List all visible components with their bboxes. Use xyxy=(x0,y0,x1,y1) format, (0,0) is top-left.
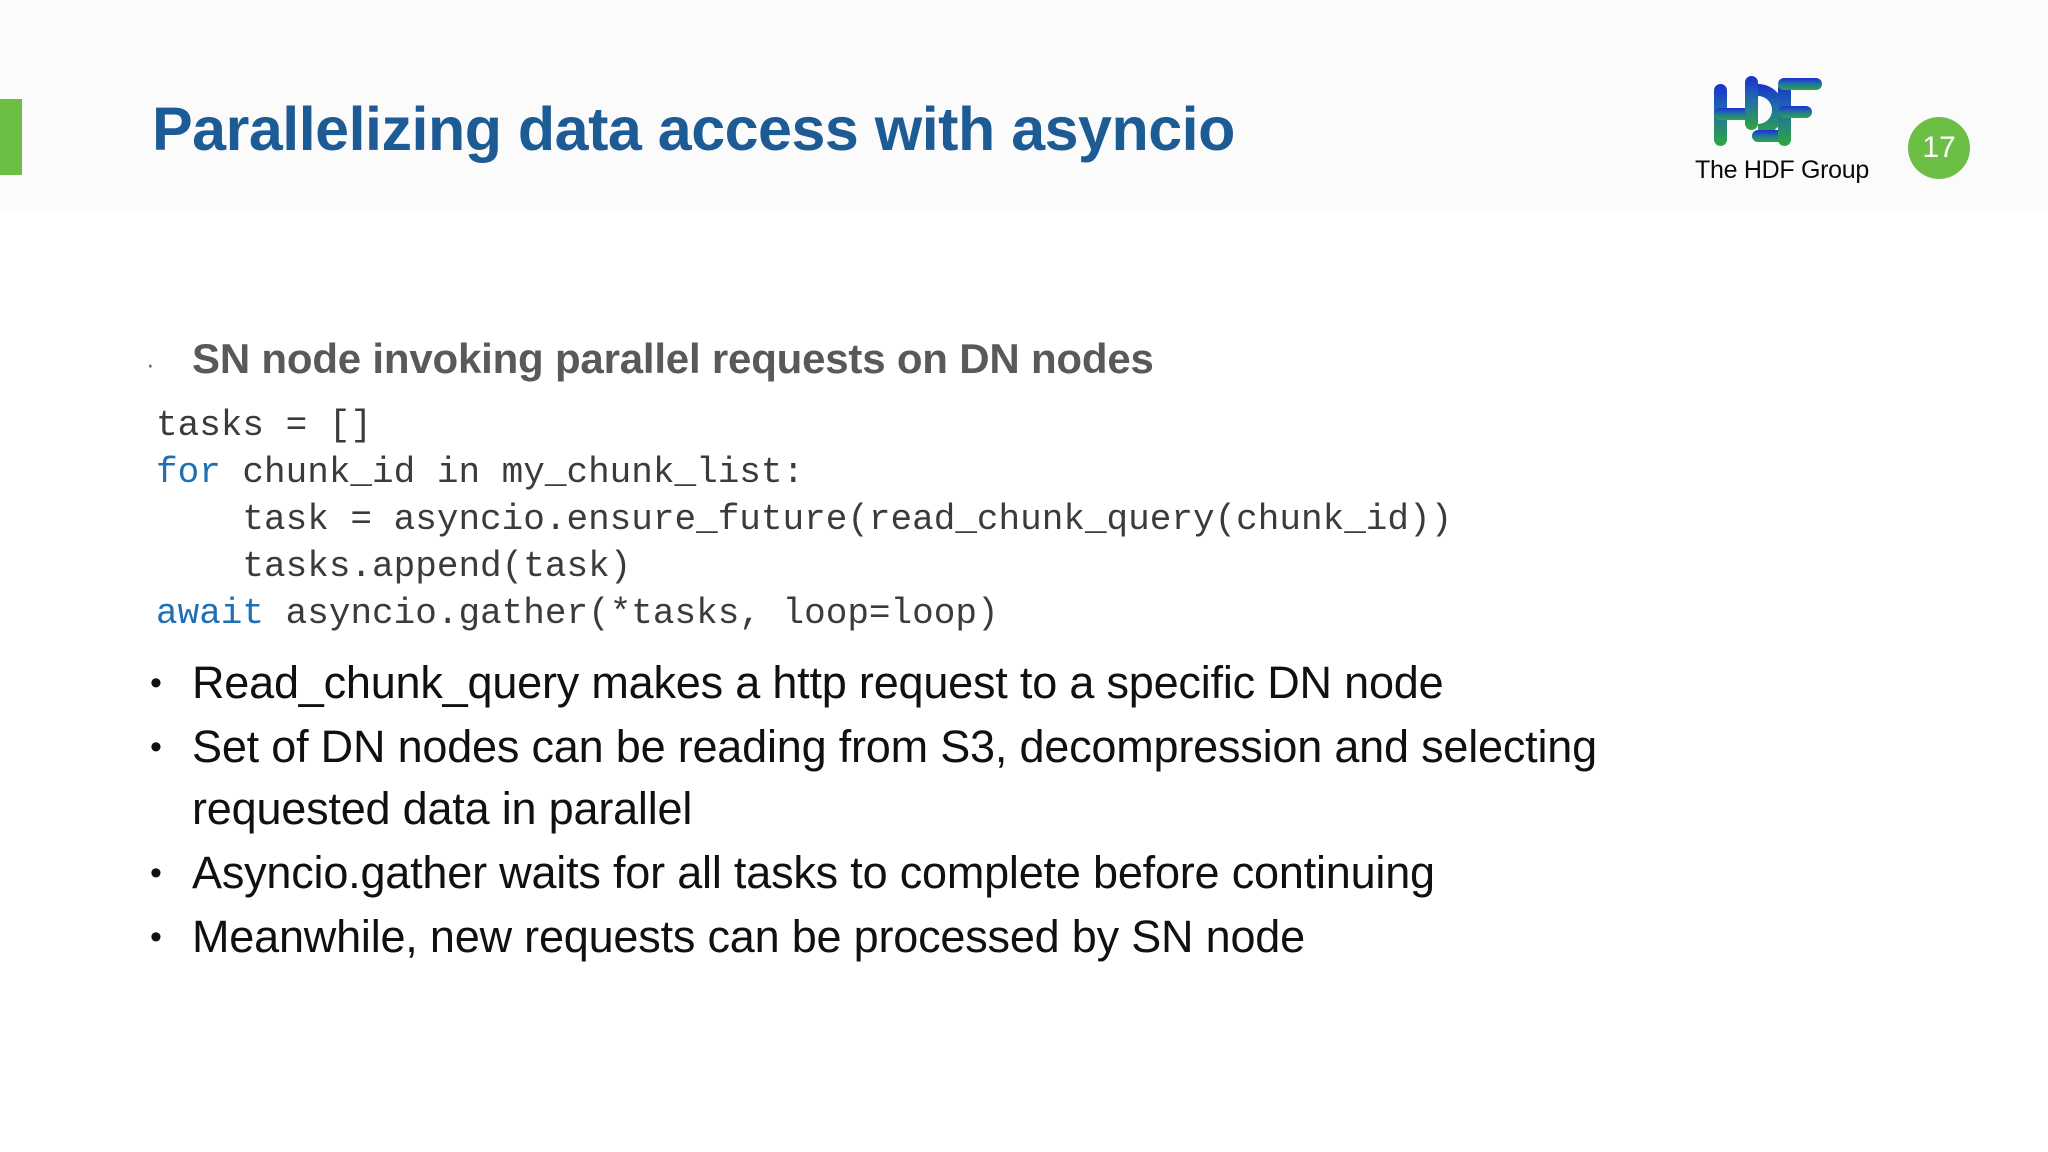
list-item: • Meanwhile, new requests can be process… xyxy=(150,906,1630,968)
bullet-dot-icon: • xyxy=(150,918,162,956)
code-keyword-for: for xyxy=(156,452,221,493)
list-item-label: Set of DN nodes can be reading from S3, … xyxy=(192,721,1597,834)
code-line-5-text: asyncio.gather(*tasks, loop=loop) xyxy=(264,593,999,634)
code-sample: tasks = []for chunk_id in my_chunk_list:… xyxy=(156,402,1452,637)
slide-content: · SN node invoking parallel requests on … xyxy=(0,212,2048,1152)
code-line-4-text: tasks.append(task) xyxy=(156,546,632,587)
lead-bullet: · SN node invoking parallel requests on … xyxy=(146,338,1154,380)
bullet-dot-icon: • xyxy=(150,728,162,766)
code-line-3-text: task = asyncio.ensure_future(read_chunk_… xyxy=(156,499,1453,540)
bullet-dot-icon: • xyxy=(150,664,162,702)
list-item-label: Read_chunk_query makes a http request to… xyxy=(192,657,1444,708)
slide-number-text: 17 xyxy=(1922,131,1956,164)
page-title: Parallelizing data access with asyncio xyxy=(152,95,1235,163)
code-line-2-text: chunk_id in my_chunk_list: xyxy=(220,452,805,493)
slide-number-badge: 17 xyxy=(1908,117,1970,179)
code-line-2: for chunk_id in my_chunk_list: xyxy=(156,449,1452,496)
list-item-label: Asyncio.gather waits for all tasks to co… xyxy=(192,847,1435,898)
list-item: • Set of DN nodes can be reading from S3… xyxy=(150,716,1630,840)
title-accent-bar xyxy=(0,99,22,175)
hdf-logo-mark xyxy=(1714,76,1822,146)
code-line-1-text: tasks = [] xyxy=(156,405,373,446)
hdf-group-logo: The HDF Group xyxy=(1692,74,1872,190)
code-line-5: await asyncio.gather(*tasks, loop=loop) xyxy=(156,590,1452,637)
list-item: • Read_chunk_query makes a http request … xyxy=(150,652,1630,714)
bullet-list: • Read_chunk_query makes a http request … xyxy=(150,652,1630,970)
lead-bullet-label: SN node invoking parallel requests on DN… xyxy=(192,335,1154,382)
list-item-label: Meanwhile, new requests can be processed… xyxy=(192,911,1305,962)
code-line-3: task = asyncio.ensure_future(read_chunk_… xyxy=(156,496,1452,543)
list-item: • Asyncio.gather waits for all tasks to … xyxy=(150,842,1630,904)
lead-bullet-dot: · xyxy=(146,349,155,379)
code-line-4: tasks.append(task) xyxy=(156,543,1452,590)
hdf-group-wordmark: The HDF Group xyxy=(1695,156,1869,184)
bullet-dot-icon: • xyxy=(150,854,162,892)
code-keyword-await: await xyxy=(156,593,265,634)
code-line-1: tasks = [] xyxy=(156,402,1452,449)
slide-header-band xyxy=(0,0,2048,212)
